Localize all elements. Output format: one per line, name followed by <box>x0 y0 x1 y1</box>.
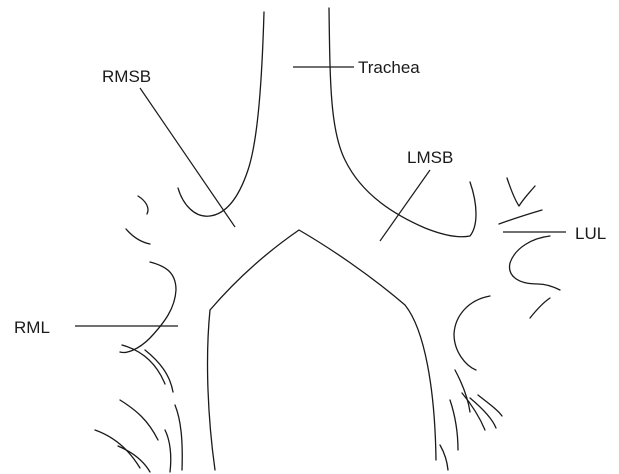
left-bronchus-branch-4 <box>530 298 550 318</box>
right-bronchus-branch-9 <box>165 430 171 472</box>
left-bronchus-branch-6 <box>455 370 470 412</box>
left-bronchus-branch-9 <box>470 398 496 428</box>
right-bronchus-branch-5 <box>145 350 173 392</box>
left-bronchus-branch-2 <box>499 210 542 224</box>
rml-label: RML <box>14 319 50 336</box>
left-bronchus-branch-5 <box>454 296 490 370</box>
left-bronchus-branch-3 <box>510 236 560 290</box>
lmsb-leader-line <box>380 170 430 241</box>
right-bronchus-branch-4 <box>122 345 165 384</box>
trachea-label: Trachea <box>358 59 420 76</box>
right-bronchus-branch-3 <box>120 262 176 352</box>
lmsb-label: LMSB <box>407 149 453 166</box>
right-bronchus-branch-2 <box>126 229 150 244</box>
trachea-left-wall <box>329 8 476 237</box>
left-bronchus-branch-7 <box>450 400 458 450</box>
right-bronchus-branch-7 <box>95 430 140 468</box>
left-bronchus-branch-1 <box>507 178 535 206</box>
right-bronchus-branch-10 <box>175 405 182 470</box>
trachea-right-wall <box>178 12 264 216</box>
left-bronchus-branch-11 <box>440 445 448 470</box>
left-bronchus-branch-10 <box>478 395 502 416</box>
lul-label: LUL <box>575 225 606 242</box>
rmsb-label: RMSB <box>102 68 151 85</box>
right-bronchus-branch-1 <box>138 196 148 214</box>
right-bronchus-branch-6 <box>120 400 158 440</box>
carina-outline <box>208 230 436 470</box>
